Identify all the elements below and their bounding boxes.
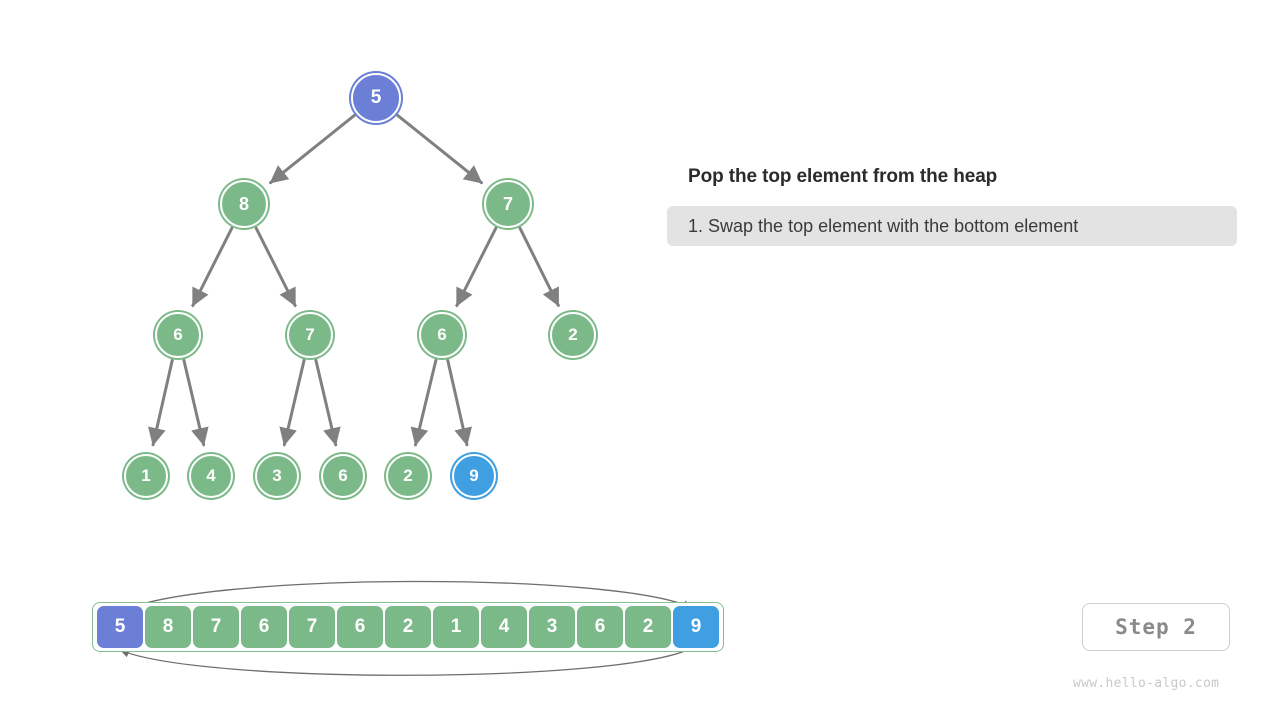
tree-edge-n4-n9 bbox=[279, 358, 306, 447]
tree-node-value: 6 bbox=[338, 466, 348, 485]
tree-node-n9: 3 bbox=[255, 454, 299, 498]
array-cell-3: 6 bbox=[241, 606, 287, 648]
array-cell-2: 7 bbox=[193, 606, 239, 648]
array-cell-11: 2 bbox=[625, 606, 671, 648]
tree-edge-n4-n10 bbox=[314, 358, 341, 447]
tree-node-n0: 5 bbox=[351, 73, 401, 123]
tree-node-n8: 4 bbox=[189, 454, 233, 498]
array-cell-8: 4 bbox=[481, 606, 527, 648]
array-cell-6: 2 bbox=[385, 606, 431, 648]
tree-edge-n0-n2 bbox=[396, 114, 483, 185]
array-cell-5: 6 bbox=[337, 606, 383, 648]
tree-node-n12: 9 bbox=[452, 454, 496, 498]
array-cell-value: 9 bbox=[690, 616, 702, 637]
tree-node-value: 1 bbox=[141, 466, 151, 485]
tree-node-n4: 7 bbox=[287, 312, 333, 358]
watermark: www.hello-algo.com bbox=[1073, 676, 1220, 691]
tree-node-value: 4 bbox=[206, 466, 216, 485]
tree-node-value: 6 bbox=[173, 325, 183, 344]
array-cell-9: 3 bbox=[529, 606, 575, 648]
tree-edge-n5-n11 bbox=[410, 358, 438, 447]
tree-node-value: 6 bbox=[437, 325, 447, 344]
array-cell-value: 6 bbox=[354, 616, 366, 637]
array-cell-4: 7 bbox=[289, 606, 335, 648]
step-description-box: 1. Swap the top element with the bottom … bbox=[667, 206, 1237, 246]
tree-node-value: 3 bbox=[272, 466, 282, 485]
tree-edge-n2-n6 bbox=[518, 226, 560, 307]
tree-node-n7: 1 bbox=[124, 454, 168, 498]
array-cell-10: 6 bbox=[577, 606, 623, 648]
tree-node-value: 8 bbox=[238, 193, 249, 214]
array-cell-value: 6 bbox=[594, 616, 606, 637]
tree-edge-n1-n3 bbox=[191, 226, 234, 308]
heap-array: 5 8 7 6 7 6 2 1 4 3 6 2 9 bbox=[92, 602, 724, 652]
array-cell-value: 8 bbox=[162, 616, 174, 637]
array-cell-value: 2 bbox=[642, 616, 654, 637]
tree-edge-n1-n4 bbox=[254, 226, 297, 308]
array-cell-value: 1 bbox=[450, 616, 462, 637]
tree-node-value: 2 bbox=[568, 325, 578, 344]
tree-node-n3: 6 bbox=[155, 312, 201, 358]
tree-node-n5: 6 bbox=[419, 312, 465, 358]
array-cell-value: 7 bbox=[210, 616, 222, 637]
tree-edge-n0-n1 bbox=[269, 114, 356, 185]
array-cell-value: 5 bbox=[114, 616, 126, 637]
tree-node-value: 2 bbox=[403, 466, 413, 485]
tree-node-value: 9 bbox=[469, 466, 479, 485]
tree-edge-n5-n12 bbox=[446, 358, 472, 447]
array-cell-value: 2 bbox=[402, 616, 414, 637]
swap-arrow-bottom bbox=[119, 647, 693, 676]
tree-node-value: 7 bbox=[502, 193, 513, 214]
tree-node-value: 7 bbox=[305, 325, 315, 344]
tree-node-n6: 2 bbox=[550, 312, 596, 358]
array-cell-1: 8 bbox=[145, 606, 191, 648]
page-title: Pop the top element from the heap bbox=[688, 166, 998, 187]
tree-edge-n3-n7 bbox=[148, 358, 174, 447]
tree-node-n11: 2 bbox=[386, 454, 430, 498]
array-cell-value: 4 bbox=[498, 616, 510, 637]
tree-node-n2: 7 bbox=[484, 180, 532, 228]
array-cell-value: 3 bbox=[546, 616, 558, 637]
array-cell-12: 9 bbox=[673, 606, 719, 648]
tree-edge-n3-n8 bbox=[182, 358, 209, 447]
array-cell-value: 7 bbox=[306, 616, 318, 637]
tree-edge-n2-n5 bbox=[455, 226, 498, 308]
array-cell-0: 5 bbox=[97, 606, 143, 648]
array-cell-value: 6 bbox=[258, 616, 270, 637]
step-badge: Step 2 bbox=[1082, 603, 1230, 651]
tree-node-n1: 8 bbox=[220, 180, 268, 228]
tree-node-n10: 6 bbox=[321, 454, 365, 498]
tree-node-value: 5 bbox=[370, 87, 382, 108]
array-cell-7: 1 bbox=[433, 606, 479, 648]
step-description-text: 1. Swap the top element with the bottom … bbox=[688, 215, 1079, 236]
